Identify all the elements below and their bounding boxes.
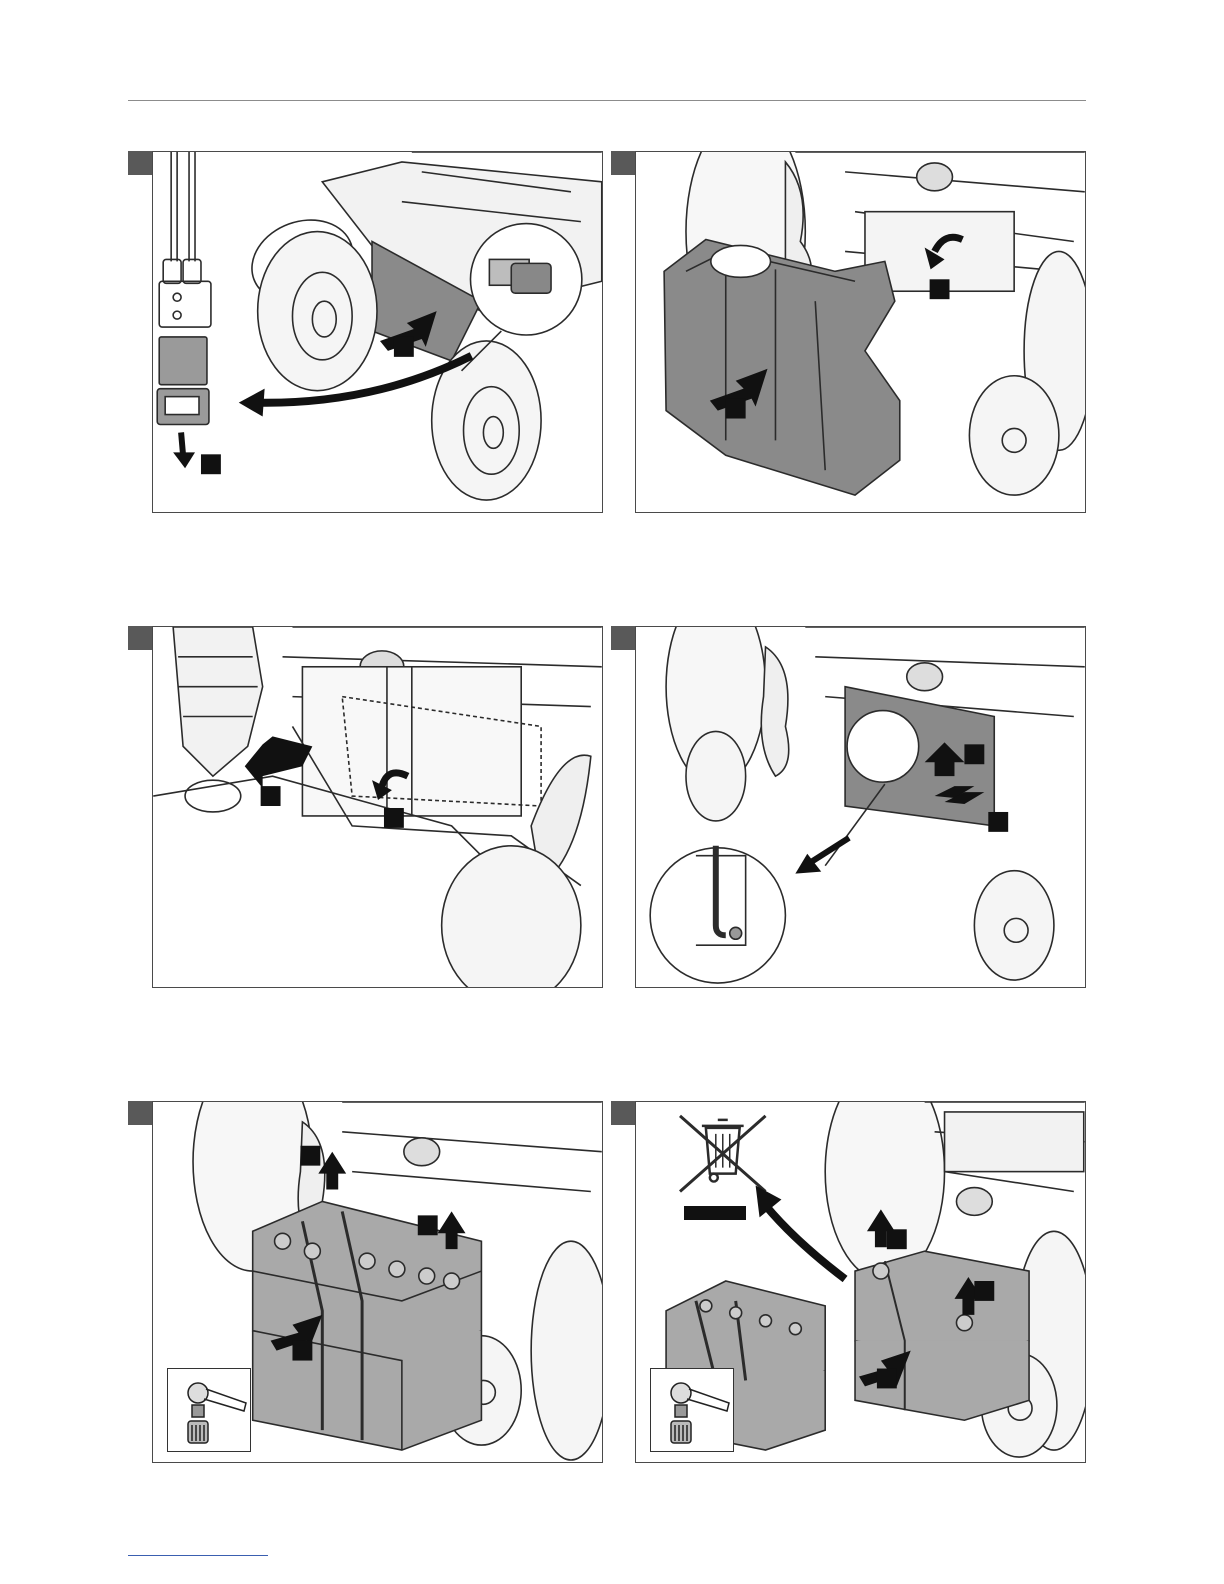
step-marker [988,812,1008,832]
step-marker [201,454,221,474]
step-marker [726,399,746,419]
figure-tab [128,1101,152,1125]
step-marker [877,1369,897,1389]
figure-3 [152,626,603,988]
socket-wrench-icon [168,1369,250,1451]
figure-tab [128,626,152,650]
figure-4 [635,626,1086,988]
step-marker [394,337,414,357]
step-marker [292,1341,312,1361]
step-marker [418,1215,438,1235]
step-marker [964,744,984,764]
step-marker [300,1146,320,1166]
header-rule [128,100,1086,101]
figure-6 [635,1101,1086,1463]
figure-4-illustration [636,627,1085,987]
figure-1-illustration [153,152,602,512]
step-marker [930,279,950,299]
figure-tab [611,151,635,175]
step-marker [887,1229,907,1249]
figure-5 [152,1101,603,1463]
step-marker [974,1281,994,1301]
figure-tab [128,151,152,175]
wrench-inset [650,1368,734,1452]
figure-3-illustration [153,627,602,987]
wrench-inset [167,1368,251,1452]
figure-2 [635,151,1086,513]
footer-link-underline[interactable] [128,1555,268,1556]
figure-1 [152,151,603,513]
crossed-bin-icon [680,1116,766,1192]
step-marker [261,786,281,806]
weee-bar [684,1206,746,1220]
figure-2-illustration [636,152,1085,512]
socket-wrench-icon [651,1369,733,1451]
figure-tab [611,626,635,650]
figure-tab [611,1101,635,1125]
step-marker [384,808,404,828]
